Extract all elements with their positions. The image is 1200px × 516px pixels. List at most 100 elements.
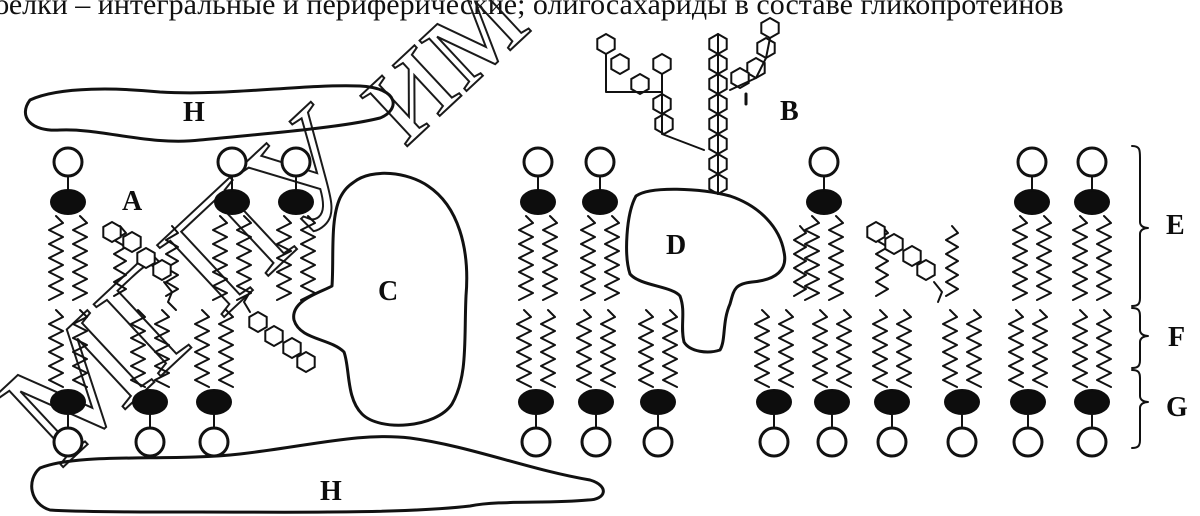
phosphate-head-open (52, 426, 84, 458)
fatty-acid-tail (1072, 215, 1088, 301)
lipid-upper (518, 146, 558, 301)
lipid-lower (1008, 309, 1048, 458)
sterol-ring (282, 336, 302, 360)
fatty-acid-tail (662, 309, 678, 388)
lipid-upper (1012, 146, 1052, 301)
label-c: C (378, 276, 398, 307)
fatty-acid-tail (165, 225, 179, 297)
sterol-tail (243, 291, 251, 313)
glycerol-head-filled (132, 389, 168, 415)
phosphate-head-open (280, 146, 312, 178)
lipid-upper (212, 146, 252, 301)
sterol-ring (760, 16, 780, 40)
phosphate-head-open (520, 426, 552, 458)
fatty-acid-tail (836, 309, 852, 388)
glycerol-head-filled (582, 189, 618, 215)
fatty-acid-tail (72, 215, 88, 301)
fatty-acid-tail (793, 225, 807, 297)
lipid-lower (576, 309, 616, 458)
lipid-lower (48, 309, 88, 458)
watermark-text: МГПУ им (0, 0, 556, 494)
fatty-acid-tail (966, 309, 982, 388)
lipid-lower (754, 309, 794, 458)
phosphate-head-open (876, 426, 908, 458)
fatty-acid-tail (154, 309, 170, 388)
caption-fragment-text: белки – интегральные и периферические; о… (0, 0, 1064, 21)
lipid-lower (812, 309, 852, 458)
sterol-tail (163, 281, 177, 311)
fatty-acid-tail (1096, 309, 1112, 388)
fatty-acid-tail (828, 215, 844, 301)
label-h-bottom: H (320, 476, 342, 507)
fatty-acid-tail (638, 309, 654, 388)
lipid-upper (804, 146, 844, 301)
phosphate-head-open (580, 426, 612, 458)
phosphate-head-open (758, 426, 790, 458)
sterol-ring (136, 246, 156, 270)
sterol-ring (884, 232, 904, 256)
fatty-acid-tail (942, 309, 958, 388)
fatty-acid-tail (1012, 215, 1028, 301)
phosphate-head-open (198, 426, 230, 458)
lipid-lower (942, 309, 982, 458)
phosphate-head-open (642, 426, 674, 458)
fatty-acid-tail (945, 225, 959, 297)
sterol-ring (264, 324, 284, 348)
cholesterol-molecule (866, 220, 943, 303)
phosphate-head-open (1016, 146, 1048, 178)
cholesterol-molecule (102, 220, 177, 311)
fatty-acid-tail (236, 215, 252, 301)
sterol-ring (152, 258, 172, 282)
sterol-ring (866, 220, 886, 244)
lipid-bilayer (48, 146, 1112, 458)
fatty-acid-tail (194, 309, 210, 388)
glycerol-head-filled (1074, 389, 1110, 415)
phosphate-head-open (584, 146, 616, 178)
integral-protein-c (292, 171, 469, 427)
bracket-g (1131, 369, 1149, 449)
fatty-acid-tail (212, 215, 228, 301)
glycerol-head-filled (814, 389, 850, 415)
label-h-top: H (183, 97, 205, 128)
fatty-acid-tail (1072, 309, 1088, 388)
phosphate-head-open (52, 146, 84, 178)
label-f: F (1168, 322, 1185, 353)
fatty-acid-tail (1008, 309, 1024, 388)
glycerol-head-filled (1014, 189, 1050, 215)
glycerol-head-filled (50, 189, 86, 215)
bracket-f (1131, 307, 1149, 369)
phosphate-head-open (816, 426, 848, 458)
fatty-acid-tail (896, 309, 912, 388)
lipid-lower (516, 309, 556, 458)
lipid-upper (276, 146, 316, 301)
fatty-acid-tail (1096, 215, 1112, 301)
fatty-acid-tail (778, 309, 794, 388)
fatty-acid-tail (276, 215, 292, 301)
bracket-e (1131, 145, 1149, 307)
glycerol-head-filled (756, 389, 792, 415)
glycerol-head-filled (214, 189, 250, 215)
sterol-ring (122, 230, 142, 254)
phosphate-head-open (808, 146, 840, 178)
phosphate-head-open (946, 426, 978, 458)
peripheral-protein-h-top (23, 84, 395, 143)
glycerol-head-filled (520, 189, 556, 215)
glycerol-head-filled (874, 389, 910, 415)
fatty-acid-tail (130, 309, 146, 388)
fatty-acid-tail (72, 309, 88, 388)
fatty-acid-tail (516, 309, 532, 388)
glycerol-head-filled (806, 189, 842, 215)
fatty-acid-tail (518, 215, 534, 301)
sterol-ring (902, 244, 922, 268)
fatty-acid-tail (1032, 309, 1048, 388)
sterol-ring (630, 72, 650, 96)
lipid-lower (130, 309, 170, 458)
lipid-upper (580, 146, 620, 301)
fatty-acid-tail (604, 215, 620, 301)
peripheral-protein-h-bottom (30, 435, 605, 514)
fatty-acid-tail (48, 309, 64, 388)
sterol-ring (102, 220, 122, 244)
sterol-ring (248, 310, 268, 334)
lipid-lower (872, 309, 912, 458)
fatty-acid-tail (540, 309, 556, 388)
